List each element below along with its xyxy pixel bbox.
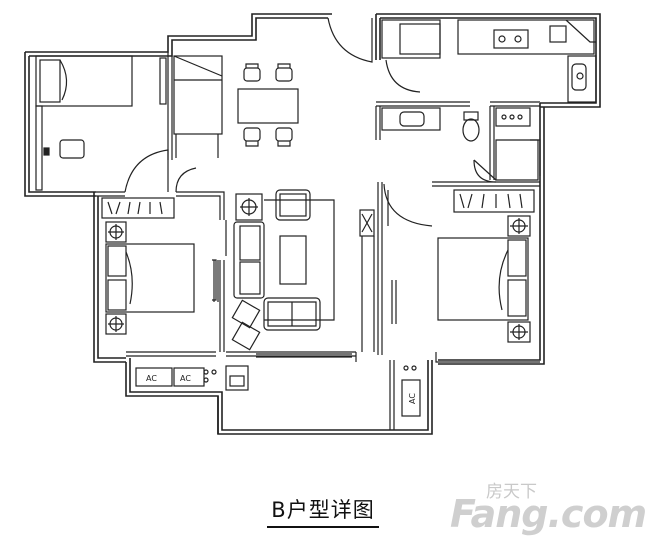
dining-area [237,17,373,147]
bed-icon [105,243,195,313]
bathroom [381,107,541,183]
washer-icon [495,139,539,181]
sofa-icon [263,297,321,331]
ac-label: AC [180,374,191,383]
bedroom-right [383,183,535,343]
desk [35,105,43,191]
wardrobe-icon [101,197,175,219]
kitchen [381,19,597,103]
watermark-en: Fang.com [450,492,646,536]
plan-caption: B户型详图 [0,494,646,528]
bedroom-left [101,197,217,335]
sink-icon [571,63,587,91]
nightstand-icon [105,221,127,243]
nightstand-icon [507,321,531,343]
table-icon [237,88,299,124]
watermark-cn: 房天下 [486,482,537,502]
wardrobe-icon [159,57,167,105]
ac-unit-1 [135,367,173,387]
ac-unit-3 [401,379,421,417]
interior-walls [96,52,540,430]
study-room [35,55,223,193]
outer-walls [24,13,601,435]
chair-icon [59,139,85,159]
bed-icon [437,237,529,321]
door-swing-icon [124,149,169,193]
watermark: 房天下 Fang.com [440,474,646,538]
ac-unit-2 [173,367,205,387]
coffee-table [279,235,307,285]
living-room [213,189,375,358]
ac-label: AC [408,393,417,404]
sofa-icon [233,221,265,299]
side-table [235,193,263,221]
balcony [135,365,421,417]
wardrobe-icon [453,189,535,213]
toilet-icon [463,111,479,121]
sink-icon [399,111,425,127]
caption-text: B户型详图 [267,494,379,528]
armchair [275,189,311,221]
nightstand-icon [507,215,531,237]
stove-icon [493,29,529,49]
single-bed [35,55,133,107]
ac-label: AC [146,374,157,383]
nightstand-icon [105,313,127,335]
plant-icon [231,299,261,329]
